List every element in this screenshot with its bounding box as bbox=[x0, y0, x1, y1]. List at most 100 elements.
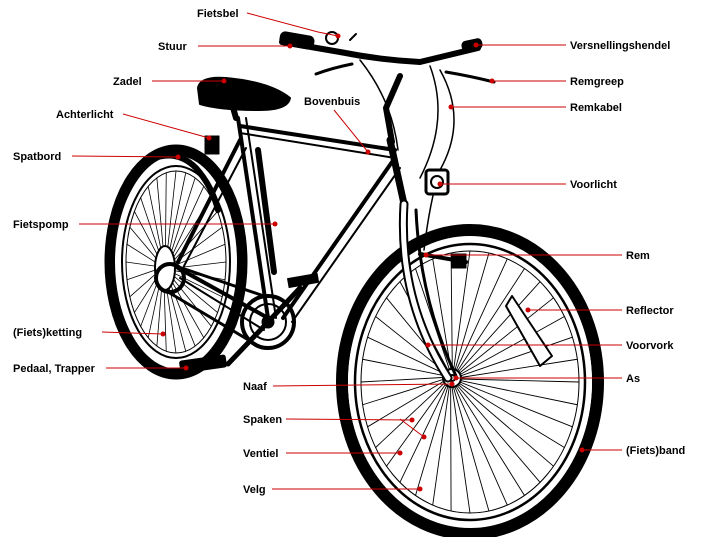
label-velg: Velg bbox=[243, 484, 266, 496]
front-spoke bbox=[453, 258, 508, 377]
frame bbox=[176, 116, 408, 331]
front-spoke bbox=[453, 268, 525, 377]
label-spatbord: Spatbord bbox=[13, 151, 61, 163]
front-spoke bbox=[450, 252, 453, 376]
front-spoke bbox=[415, 379, 451, 496]
front-spoke bbox=[386, 378, 450, 467]
saddle bbox=[197, 76, 291, 121]
front-spoke bbox=[451, 380, 508, 506]
front-spoke bbox=[432, 379, 451, 506]
leader-line-fietsbel bbox=[246, 12, 339, 37]
leader-line-achterlicht bbox=[122, 113, 210, 139]
leader-dot-spatbord bbox=[175, 154, 181, 160]
front-spoke bbox=[454, 378, 580, 383]
leader-dot-voorlicht bbox=[437, 181, 443, 187]
leader-dot-as bbox=[453, 375, 459, 381]
leader-dot-pedaal bbox=[183, 365, 189, 371]
leader-dot-achterlicht bbox=[206, 135, 212, 141]
leader-dot-fietsband bbox=[579, 447, 585, 453]
leader-dot-bovenbuis bbox=[365, 149, 371, 155]
leader-lines bbox=[71, 12, 622, 492]
leader-dot-versnellingshendel bbox=[473, 42, 479, 48]
leader-dot-remgreep bbox=[489, 78, 495, 84]
leader-dot-rem bbox=[423, 252, 429, 258]
front-spoke bbox=[453, 379, 565, 448]
leader-dot-reflector bbox=[525, 307, 531, 313]
label-remgreep: Remgreep bbox=[570, 76, 624, 88]
label-remkabel: Remkabel bbox=[570, 102, 622, 114]
handlebar bbox=[279, 31, 496, 145]
front-spoke bbox=[375, 378, 450, 448]
part-labels: Fietsbel Stuur Zadel Achterlicht Bovenbu… bbox=[13, 8, 685, 496]
front-spoke bbox=[367, 336, 451, 377]
front-spoke bbox=[453, 379, 573, 428]
leader-line-spaken bbox=[285, 418, 413, 421]
label-as: As bbox=[626, 373, 640, 385]
label-fietsband: (Fiets)band bbox=[626, 445, 685, 457]
leader-dot-spaken bbox=[409, 417, 415, 423]
rear-wheel bbox=[104, 144, 248, 380]
leader-line-bovenbuis bbox=[333, 109, 369, 153]
front-spoke bbox=[362, 377, 450, 406]
spoke-reflector bbox=[505, 295, 553, 367]
drivetrain bbox=[154, 262, 320, 374]
front-spoke bbox=[451, 380, 490, 512]
leader-line-spatbord bbox=[71, 155, 179, 158]
front-spoke bbox=[360, 376, 450, 383]
label-voorvork: Voorvork bbox=[626, 340, 674, 352]
bicycle-illustration bbox=[104, 31, 604, 537]
rear-spoke bbox=[167, 211, 218, 268]
front-spoke bbox=[454, 281, 541, 377]
rear-spoke bbox=[166, 269, 218, 313]
front-spoke bbox=[452, 252, 490, 376]
leader-dot-stuur bbox=[287, 43, 293, 49]
leader-dot-ventiel bbox=[397, 450, 403, 456]
label-fietspomp: Fietspomp bbox=[13, 219, 69, 231]
front-spokes bbox=[360, 250, 580, 514]
label-fietsketting: (Fiets)ketting bbox=[13, 327, 82, 339]
leader-dot-voorvork bbox=[425, 342, 431, 348]
label-achterlicht: Achterlicht bbox=[56, 109, 114, 121]
leader-line-fietsketting bbox=[101, 331, 164, 335]
front-spoke bbox=[362, 358, 450, 378]
front-spoke bbox=[450, 380, 471, 514]
front-spoke bbox=[452, 380, 525, 496]
label-voorlicht: Voorlicht bbox=[570, 179, 617, 191]
label-ventiel: Ventiel bbox=[243, 448, 278, 460]
leader-dot-velg bbox=[417, 486, 423, 492]
front-spoke bbox=[452, 250, 471, 376]
leader-dot-fietsbel bbox=[335, 33, 341, 39]
label-zadel: Zadel bbox=[113, 76, 142, 88]
leader-line-naaf bbox=[272, 383, 453, 387]
label-versnellingshendel: Versnellingshendel bbox=[570, 40, 670, 52]
front-spoke bbox=[452, 380, 541, 483]
front-spoke bbox=[367, 377, 450, 428]
front-spoke bbox=[454, 297, 554, 378]
front-fork bbox=[398, 199, 458, 383]
front-spoke bbox=[454, 358, 578, 379]
rear-spoke bbox=[166, 185, 205, 267]
front-spoke bbox=[432, 258, 453, 376]
leader-dot-fietsketting bbox=[160, 331, 166, 337]
label-spaken: Spaken bbox=[243, 414, 282, 426]
label-rem: Rem bbox=[626, 250, 650, 262]
leader-dot-naaf bbox=[449, 381, 455, 387]
label-stuur: Stuur bbox=[158, 41, 187, 53]
label-bovenbuis: Bovenbuis bbox=[304, 96, 360, 108]
headlight bbox=[424, 168, 450, 196]
front-wheel bbox=[336, 224, 604, 537]
front-spoke bbox=[454, 378, 578, 406]
rear-spoke bbox=[166, 269, 223, 298]
leader-dot-remkabel bbox=[448, 104, 454, 110]
front-spoke bbox=[399, 379, 450, 483]
label-pedaal: Pedaal, Trapper bbox=[13, 363, 96, 375]
front-spoke bbox=[454, 336, 573, 379]
leader-dot-zadel bbox=[221, 78, 227, 84]
front-spoke bbox=[453, 380, 554, 467]
label-reflector: Reflector bbox=[626, 305, 674, 317]
leader-dot-spaken2 bbox=[421, 434, 427, 440]
label-fietsbel: Fietsbel bbox=[197, 8, 239, 20]
rear-mudguard bbox=[147, 135, 221, 213]
